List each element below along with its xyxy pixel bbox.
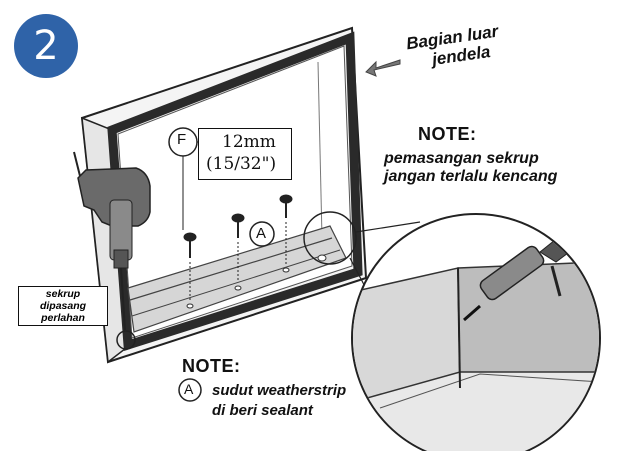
screw-hole [282,267,290,273]
screw-3 [279,194,293,264]
weatherstrip-marker-a: A [256,225,267,242]
note2-line2: di beri sealant [212,402,313,419]
screw-hole [186,303,194,309]
screw-size-inch: (15/32") [206,154,277,174]
screw-size-box [198,128,292,180]
note2-title: NOTE: [182,356,241,376]
note2-a-circle [178,378,202,402]
corner-detail-marker [116,330,136,350]
note-text-line1: pemasangan sekrup [384,150,539,167]
note-title: NOTE: [418,124,477,144]
outside-arrow [365,59,401,77]
screw-hole [317,254,327,262]
screw-1 [183,232,197,300]
power-drill [73,151,151,331]
corner-magnifier-small [303,211,357,265]
zoom-detail [351,213,601,456]
weatherstrip-a-marker [249,221,275,247]
screw-hole [234,285,242,291]
note2-marker: A [184,381,194,397]
screw-size-mm: 12mm [222,132,276,152]
step-number-badge: 2 [14,14,78,78]
drill-instruction-box: sekrup dipasang perlahan [18,286,108,326]
drill-line2: dipasang [39,300,87,312]
note2-line1: sudut weatherstrip [212,382,347,399]
note-text-line2: jangan terlalu kencang [384,168,558,185]
drill-line1: sekrup [45,288,81,300]
drill-line3: perlahan [41,312,85,324]
screw-letter: F [177,131,187,148]
screw-2 [231,213,245,282]
